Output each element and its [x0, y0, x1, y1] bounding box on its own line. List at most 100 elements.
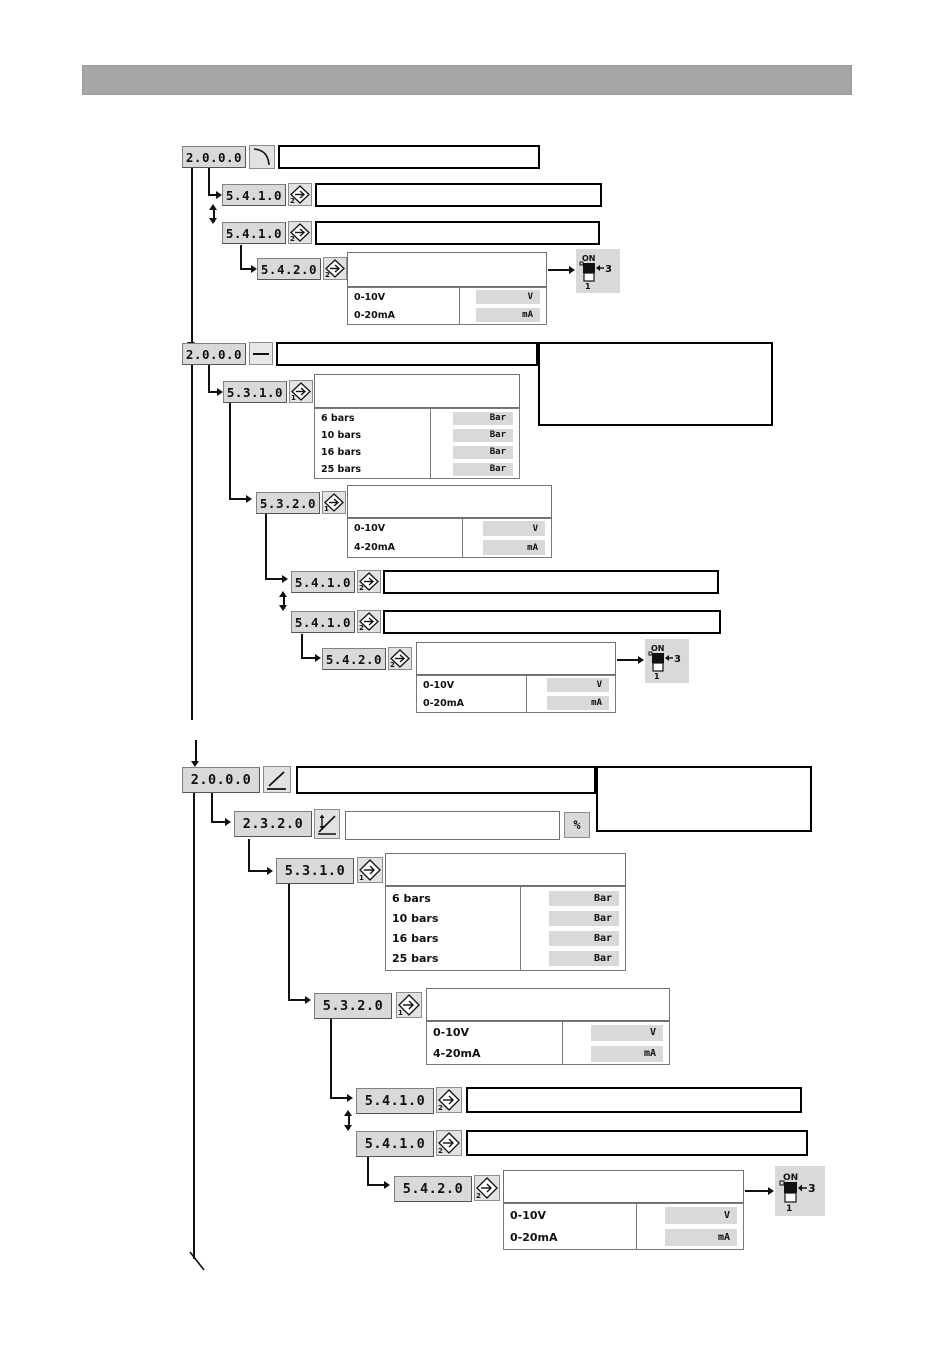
- section3-branch1-arrow: [225, 818, 231, 826]
- header-band: [82, 65, 852, 95]
- section2-branch4-arrow: [315, 654, 321, 662]
- section3-node-5410-b-description-box: [466, 1130, 808, 1156]
- section2-branch4-hline: [301, 657, 318, 659]
- section1-root-code-chip[interactable]: 2.0.0.0: [182, 146, 246, 168]
- option-row: 4-20mA: [433, 1047, 481, 1060]
- unit-chip: mA: [547, 696, 609, 710]
- svg-text:ON: ON: [783, 1173, 798, 1183]
- section2-node-5320-code-chip[interactable]: 5.3.2.0: [256, 492, 320, 514]
- section3-note-panel: [596, 766, 812, 832]
- section3-node-5310-code-chip[interactable]: 5.3.1.0: [276, 858, 354, 884]
- section1-node-5410-a-code-chip[interactable]: 5.4.1.0: [222, 184, 286, 206]
- option-row: 0-20mA: [354, 309, 396, 321]
- section3-trunk-tail: [188, 1250, 206, 1272]
- section3-branch1-hline: [211, 821, 228, 823]
- diamond-arrow-2-icon: 2: [288, 221, 312, 244]
- section1-branch1-vline: [208, 168, 210, 195]
- section2-node-5410-a-code-chip[interactable]: 5.4.1.0: [291, 571, 355, 593]
- section3-node-5410-a-description-box: [466, 1087, 802, 1113]
- section3-branch2-arrow: [267, 867, 273, 875]
- section3-branch3-hline: [288, 999, 308, 1001]
- unit-chip: Bar: [453, 462, 513, 476]
- diamond-arrow-2-icon: 2: [288, 183, 312, 206]
- section2-branch4-vline: [301, 634, 303, 658]
- svg-text:2: 2: [438, 1104, 443, 1112]
- option-labels-column: 0-10V 0-20mA: [504, 1204, 637, 1249]
- section2-bidir-line: [283, 595, 285, 609]
- section3-node-5320-description-box: [426, 988, 670, 1021]
- unit-chip: V: [665, 1207, 737, 1224]
- section2-bidir-arrow-down: [279, 605, 287, 611]
- svg-text:1: 1: [786, 1204, 792, 1214]
- option-row: 0-10V: [354, 523, 386, 534]
- section3-node-5410-b-code-chip[interactable]: 5.4.1.0: [356, 1131, 434, 1157]
- dip-switch-icon: ON 3 1: [576, 249, 620, 293]
- svg-text:2: 2: [290, 197, 295, 205]
- svg-text:2: 2: [359, 624, 364, 632]
- svg-text:1: 1: [398, 1009, 403, 1017]
- section3-branch4-hline: [330, 1097, 350, 1099]
- option-labels-column: 0-10V 4-20mA: [348, 519, 463, 557]
- option-labels-column: 0-10V 4-20mA: [427, 1022, 563, 1064]
- unit-chip: Bar: [453, 411, 513, 425]
- option-units-column: Bar Bar Bar Bar: [521, 887, 625, 970]
- section3-dip-connector-line: [745, 1190, 771, 1192]
- section2-node-5420-code-chip[interactable]: 5.4.2.0: [322, 648, 386, 670]
- section1-signal-option-table: 0-10V 0-20mA V mA: [347, 287, 547, 325]
- unit-chip: V: [547, 678, 609, 692]
- option-row: 0-10V: [433, 1026, 470, 1039]
- dip-switch-icon: ON 3 1: [645, 639, 689, 683]
- unit-chip: mA: [476, 308, 540, 322]
- section2-branch1-hline: [208, 391, 220, 393]
- section2-branch2-hline: [229, 498, 249, 500]
- section1-node-5410-b-code-chip[interactable]: 5.4.1.0: [222, 222, 286, 244]
- unit-chip: V: [591, 1024, 663, 1041]
- unit-chip: Bar: [549, 931, 619, 946]
- option-labels-column: 0-10V 0-20mA: [348, 288, 460, 324]
- section2-node-5310-code-chip[interactable]: 5.3.1.0: [223, 381, 287, 403]
- section3-node-5410-a-code-chip[interactable]: 5.4.1.0: [356, 1088, 434, 1114]
- diamond-arrow-2-icon: 2: [323, 257, 347, 280]
- unit-chip: Bar: [453, 445, 513, 459]
- section2-node-5420-description-box: [416, 642, 616, 675]
- section1-node-5420-description-box: [347, 252, 547, 287]
- section3-branch3-vline: [288, 883, 290, 1000]
- dip-switch-icon: ON 3 1: [775, 1166, 825, 1216]
- section3-root-code-chip[interactable]: 2.0.0.0: [182, 767, 260, 793]
- section1-node-5420-code-chip[interactable]: 5.4.2.0: [257, 258, 321, 280]
- section1-branch1-hline: [208, 194, 219, 196]
- section3-signal-option-table-a: 0-10V 4-20mA V mA: [426, 1021, 670, 1065]
- section2-branch2-vline: [229, 403, 231, 499]
- diamond-arrow-2-icon: 2: [436, 1087, 462, 1113]
- unit-chip: Bar: [549, 951, 619, 966]
- section2-branch2-arrow: [246, 495, 252, 503]
- svg-text:ON: ON: [651, 644, 665, 653]
- svg-text:1: 1: [324, 505, 329, 513]
- section3-node-5320-code-chip[interactable]: 5.3.2.0: [314, 993, 392, 1019]
- option-units-column: V mA: [563, 1022, 669, 1064]
- section2-node-5410-b-code-chip[interactable]: 5.4.1.0: [291, 611, 355, 633]
- section3-node-5420-code-chip[interactable]: 5.4.2.0: [394, 1176, 472, 1202]
- svg-text:2: 2: [290, 235, 295, 243]
- diamond-arrow-2-icon: 2: [357, 570, 381, 593]
- section1-branch2-arrow: [251, 265, 257, 273]
- section2-branch3-vline: [265, 514, 267, 579]
- section1-node-5410-b-description-box: [315, 221, 600, 245]
- unit-chip: V: [476, 290, 540, 304]
- section2-root-code-chip[interactable]: 2.0.0.0: [182, 343, 246, 365]
- svg-text:2: 2: [476, 1192, 481, 1200]
- diamond-arrow-1-icon: 1: [289, 380, 313, 403]
- section3-pressure-option-table: 6 bars 10 bars 16 bars 25 bars Bar Bar B…: [385, 886, 626, 971]
- section3-node-2320-code-chip[interactable]: 2.3.2.0: [234, 811, 312, 837]
- option-labels-column: 6 bars 10 bars 16 bars 25 bars: [315, 409, 431, 478]
- diamond-arrow-1-icon: 1: [396, 992, 422, 1018]
- option-row: 0-10V: [510, 1208, 547, 1222]
- svg-text:1: 1: [654, 672, 660, 681]
- curve-arc-icon: [249, 145, 275, 169]
- option-row: 0-10V: [423, 679, 455, 691]
- section3-trunk-line: [193, 793, 195, 1259]
- section3-branch3-arrow: [305, 996, 311, 1004]
- section1-bidir-arrow-down: [209, 218, 217, 224]
- section1-dip-connector-arrow: [569, 266, 575, 274]
